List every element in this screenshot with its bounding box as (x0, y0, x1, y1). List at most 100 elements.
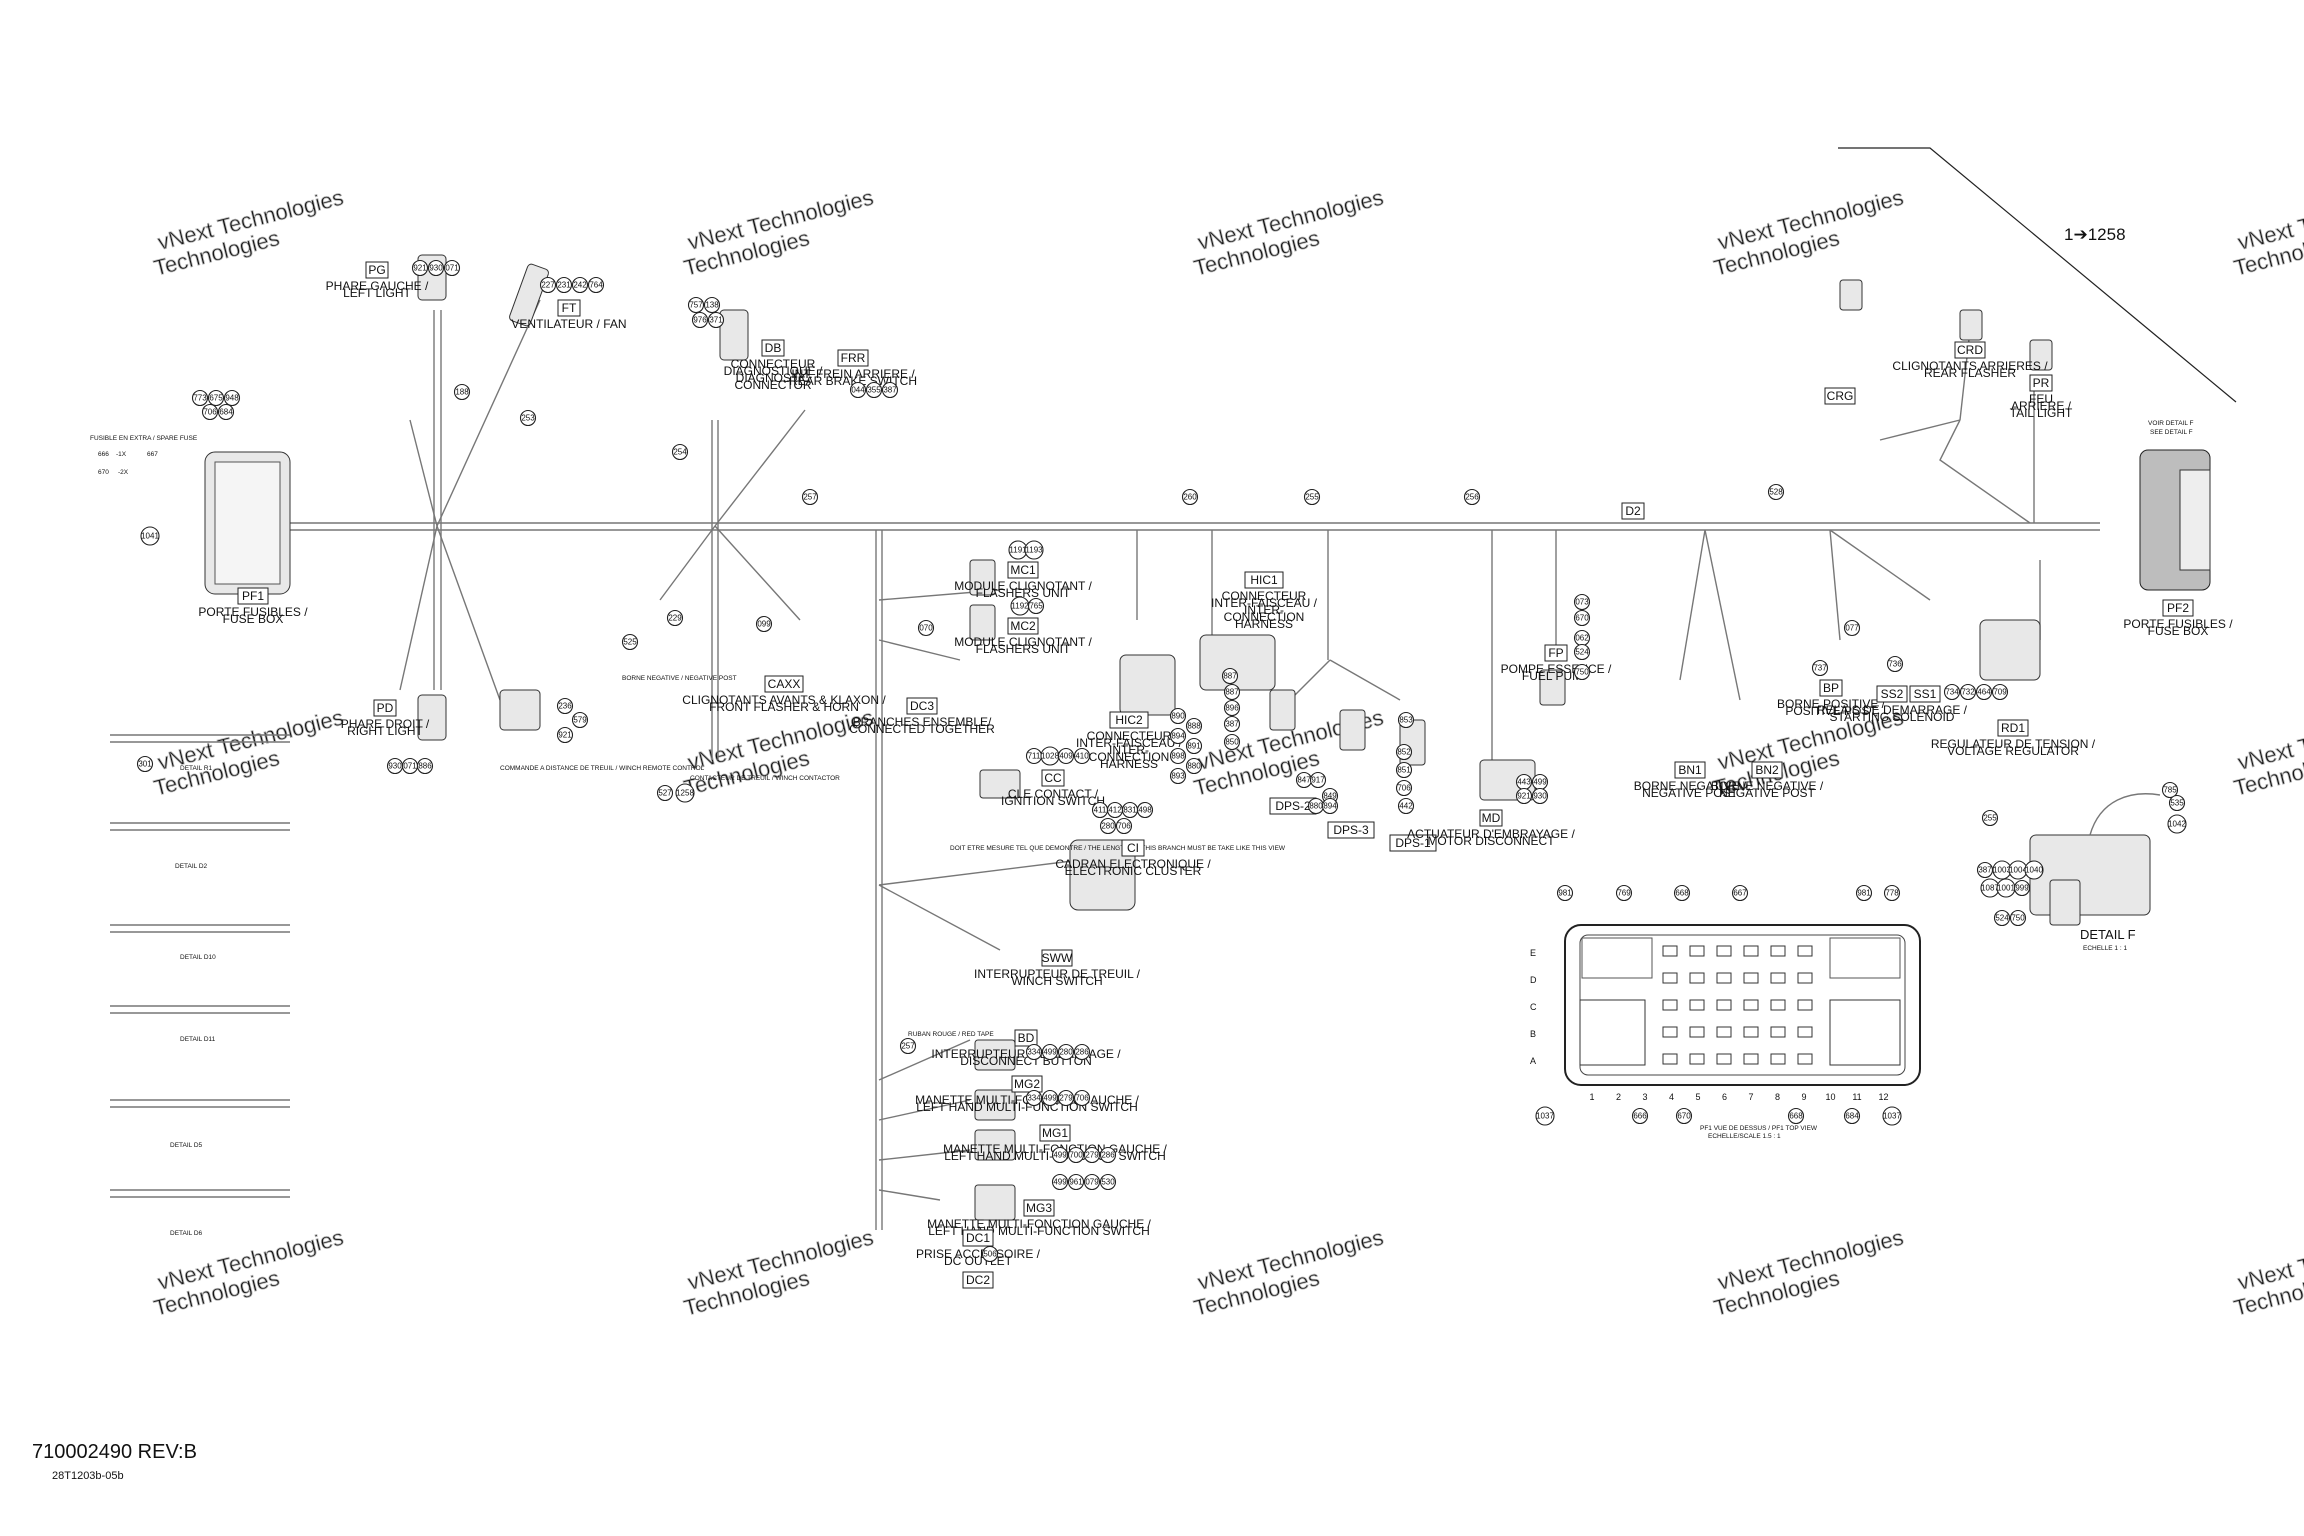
part-callout-number: 242 (573, 281, 587, 290)
fuse-box-pf2[interactable] (2139, 449, 2211, 591)
part-callout-number: 853 (1399, 716, 1413, 725)
connector-code-text: DC2 (966, 1273, 990, 1287)
part-callout-number: 410 (1075, 752, 1089, 761)
detail-f-callout-number: 255 (1983, 814, 1997, 823)
part-callout-number: 765 (1029, 602, 1043, 611)
fuse-slot (1770, 945, 1786, 957)
svg-text:1037: 1037 (1883, 1112, 1901, 1121)
part-callout-number: 070 (919, 624, 933, 633)
connector-desc-line: RELAIS DE DEMARRAGE / (1817, 703, 1968, 717)
part-callout-number: 527 (658, 789, 672, 798)
fuse-2x: -2X (118, 469, 129, 476)
part-callout-number: 387 (883, 386, 897, 395)
connector-code-text: BP (1823, 681, 1839, 695)
part-callout: 464 (1975, 683, 1993, 701)
part-callout: 921 (1515, 787, 1533, 805)
part-callout-number: 286 (1075, 1048, 1089, 1057)
pf1-column-label: 10 (1825, 1092, 1835, 1102)
detail-f-callout: 1040 (2024, 860, 2044, 880)
pf1-bottom-callout: 684 (1843, 1107, 1861, 1125)
connector-desc-line: CONNECTOR (734, 378, 811, 392)
part-callout-number: 254 (673, 448, 687, 457)
part-callout-number: 706 (203, 408, 217, 417)
fuse-box-pf1[interactable] (204, 451, 291, 595)
part-callout-number: 930 (388, 762, 402, 771)
fuse-slot (1743, 1053, 1759, 1065)
part-callout-number: 700 (1069, 1151, 1083, 1160)
harness-trunk (290, 299, 2100, 1230)
connector-code-dc2: DC2 (962, 1271, 994, 1289)
detail-f-callout: 785 (2161, 781, 2179, 799)
page-reference: 1➔1258 (1838, 147, 2237, 403)
connector-desc-line: ARRIERE / (2011, 399, 2072, 413)
part-callout: 279 (1083, 1146, 1101, 1164)
part-callout-number: 411 (1094, 806, 1107, 815)
connector-desc-line: FEU (2029, 392, 2053, 406)
fuse-slot (1743, 999, 1759, 1011)
part-callout-number: 188 (455, 388, 469, 397)
detail-f-label: DETAIL F (2080, 927, 2136, 942)
svg-text:1037: 1037 (1536, 1112, 1554, 1121)
pf1-bottom-callout: 670 (1675, 1107, 1693, 1125)
detail-d10-label: DETAIL D10 (180, 954, 216, 961)
part-callout: 894 (1169, 727, 1187, 745)
connector-code-text: FP (1548, 646, 1563, 660)
part-callout: 499 (1041, 1043, 1059, 1061)
svg-text:670: 670 (1677, 1112, 1691, 1121)
pf1-column-label: 8 (1775, 1092, 1780, 1102)
detail-f-scale: ECHELLE 1 : 1 (2083, 945, 2127, 952)
svg-text:981: 981 (1558, 889, 1572, 898)
part-callout-number: 499 (1043, 1094, 1057, 1103)
voir-detail-label: VOIR DETAIL F (2148, 420, 2194, 427)
part-callout-number: 750 (1575, 668, 1589, 677)
connector-desc-line: DIAGNOSTIQUE / (724, 364, 823, 378)
part-callout-number: 279 (1085, 1151, 1099, 1160)
part-callout: 757 (687, 296, 705, 314)
part-callout: 891 (1185, 737, 1203, 755)
part-callout: 700 (1067, 1146, 1085, 1164)
part-callout-number: 443 (1517, 778, 1531, 787)
detail-f-callout: 1001 (1996, 878, 2016, 898)
part-callout-number: 062 (1575, 634, 1589, 643)
part-callout-number: 334 (1027, 1048, 1041, 1057)
part-callout-number: 737 (1813, 664, 1827, 673)
part-callout-number: 847 (1297, 776, 1311, 785)
connector-desc-line: MOTOR DISCONNECT (1427, 834, 1555, 848)
connector-code-text: HIC1 (1250, 573, 1278, 587)
part-callout-number: 079 (1085, 1178, 1099, 1187)
fuse-slot (1689, 999, 1705, 1011)
pf1-row-label: C (1530, 1002, 1537, 1012)
part-callout: 670 (1573, 609, 1591, 627)
connector-desc-line: TAIL LIGHT (2010, 406, 2073, 420)
connector-code-text: MG1 (1042, 1126, 1068, 1140)
document-drawing-id: 28T1203b-05b (52, 1470, 124, 1482)
detail-d2-label: DETAIL D2 (175, 863, 208, 870)
connector-desc-line: PORTE FUSIBLES / (198, 605, 308, 619)
part-callout: 1193 (1024, 540, 1044, 560)
connector-desc-line: PORTE FUSIBLES / (2123, 617, 2233, 631)
part-callout-number: 412 (1108, 806, 1122, 815)
connector-desc-line: PHARE GAUCHE / (326, 279, 429, 293)
part-callout: 062 (1573, 629, 1591, 647)
part-callout: 256 (1463, 488, 1481, 506)
part-callout: 1192 (1010, 596, 1030, 616)
part-callout-number: 280 (1059, 1048, 1073, 1057)
part-callout: 280 (1057, 1043, 1075, 1061)
connector-code-text: D2 (1625, 504, 1641, 518)
part-callout-number: 530 (1101, 1178, 1115, 1187)
part-callout-number: 831 (1123, 806, 1137, 815)
fuse-1x: -1X (116, 451, 127, 458)
red-tape-label: RUBAN ROUGE / RED TAPE (908, 1031, 994, 1038)
svg-text:667: 667 (1733, 889, 1747, 898)
connector-code-dps-3: DPS-3 (1327, 821, 1375, 839)
